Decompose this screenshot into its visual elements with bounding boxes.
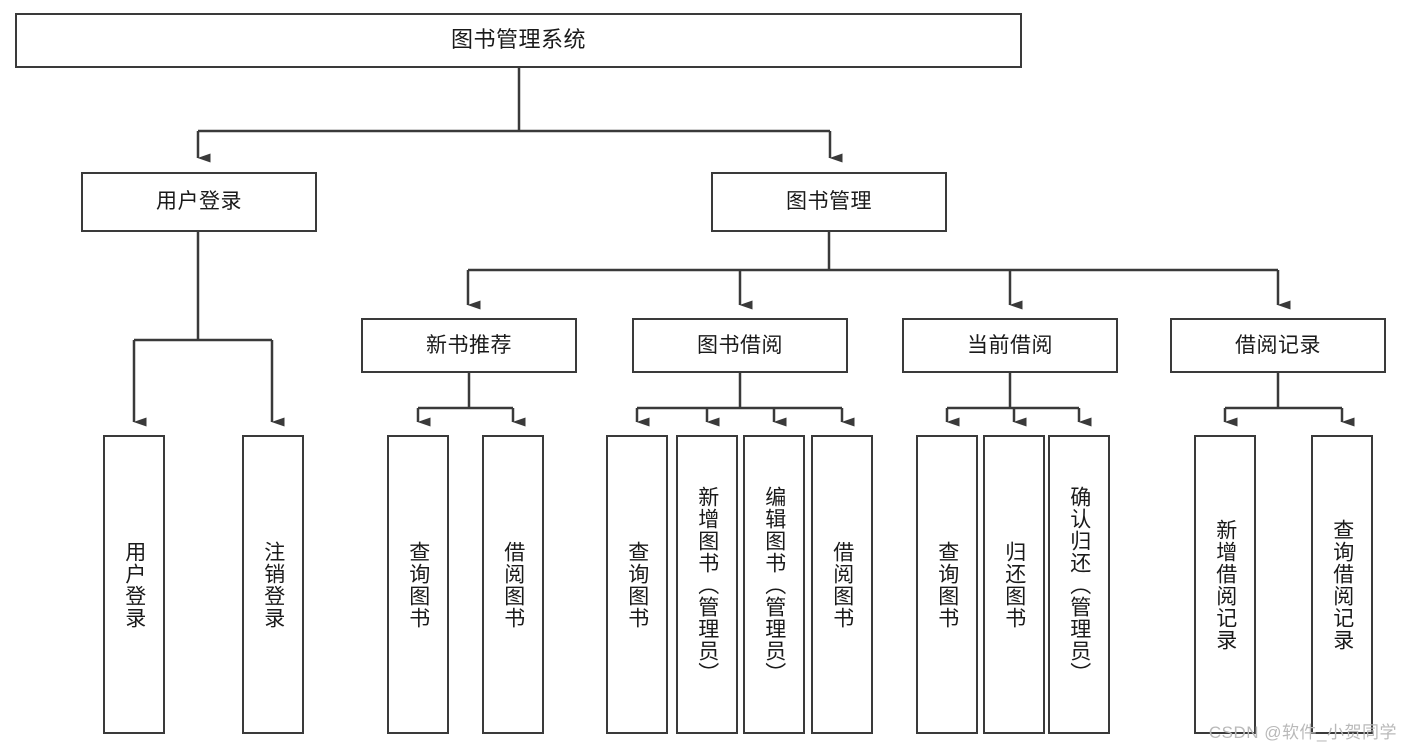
node-leaf-borrow-book-label: 借阅图书 (830, 540, 854, 629)
edge-root-to-level2 (196, 68, 843, 163)
node-leaf-query-book-current-label: 查询图书 (935, 540, 959, 629)
node-leaf-edit-book-admin[interactable]: 编辑图书（管理员） (743, 435, 805, 734)
node-leaf-borrow-book-recommend-label: 借阅图书 (501, 540, 525, 629)
edge-user-login-to-leaves (132, 232, 285, 427)
node-leaf-add-book-admin[interactable]: 新增图书（管理员） (676, 435, 738, 734)
node-new-book-recommend[interactable]: 新书推荐 (361, 318, 577, 373)
node-leaf-query-book-borrow[interactable]: 查询图书 (606, 435, 668, 734)
node-leaf-query-book-recommend-label: 查询图书 (406, 540, 430, 629)
edge-borrow-record-to-leaves (1223, 373, 1355, 427)
node-leaf-confirm-return-admin[interactable]: 确认归还（管理员） (1048, 435, 1110, 734)
node-leaf-edit-book-admin-label: 编辑图书（管理员） (762, 485, 786, 684)
edge-current-borrow-to-leaves (945, 373, 1092, 427)
edge-book-manage-to-level3 (466, 232, 1291, 310)
node-leaf-borrow-book-recommend[interactable]: 借阅图书 (482, 435, 544, 734)
node-new-book-recommend-label: 新书推荐 (426, 333, 512, 357)
node-leaf-logout-label: 注销登录 (261, 540, 285, 629)
node-leaf-user-login[interactable]: 用户登录 (103, 435, 165, 734)
node-root-label: 图书管理系统 (450, 27, 586, 53)
node-root[interactable]: 图书管理系统 (15, 13, 1022, 68)
node-leaf-borrow-book[interactable]: 借阅图书 (811, 435, 873, 734)
node-leaf-return-book[interactable]: 归还图书 (983, 435, 1045, 734)
node-leaf-logout[interactable]: 注销登录 (242, 435, 304, 734)
node-leaf-query-book-current[interactable]: 查询图书 (916, 435, 978, 734)
node-leaf-query-borrow-record[interactable]: 查询借阅记录 (1311, 435, 1373, 734)
node-current-borrow-label: 当前借阅 (967, 333, 1053, 357)
node-book-borrow-label: 图书借阅 (697, 333, 783, 357)
node-leaf-return-book-label: 归还图书 (1002, 540, 1026, 629)
node-borrow-record-label: 借阅记录 (1235, 333, 1321, 357)
node-leaf-add-borrow-record-label: 新增借阅记录 (1213, 518, 1237, 651)
node-book-borrow[interactable]: 图书借阅 (632, 318, 848, 373)
node-leaf-user-login-label: 用户登录 (122, 540, 146, 629)
node-leaf-add-borrow-record[interactable]: 新增借阅记录 (1194, 435, 1256, 734)
node-leaf-confirm-return-admin-label: 确认归还（管理员） (1067, 485, 1091, 684)
node-leaf-add-book-admin-label: 新增图书（管理员） (695, 485, 719, 684)
node-book-manage[interactable]: 图书管理 (711, 172, 947, 232)
edge-new-book-recommend-to-leaves (416, 373, 526, 427)
node-user-login-label: 用户登录 (156, 190, 242, 214)
node-current-borrow[interactable]: 当前借阅 (902, 318, 1118, 373)
node-leaf-query-borrow-record-label: 查询借阅记录 (1330, 518, 1354, 651)
node-book-manage-label: 图书管理 (786, 190, 872, 214)
node-user-login[interactable]: 用户登录 (81, 172, 317, 232)
edge-book-borrow-to-leaves (635, 373, 855, 427)
node-borrow-record[interactable]: 借阅记录 (1170, 318, 1386, 373)
node-leaf-query-book-recommend[interactable]: 查询图书 (387, 435, 449, 734)
node-leaf-query-book-borrow-label: 查询图书 (625, 540, 649, 629)
